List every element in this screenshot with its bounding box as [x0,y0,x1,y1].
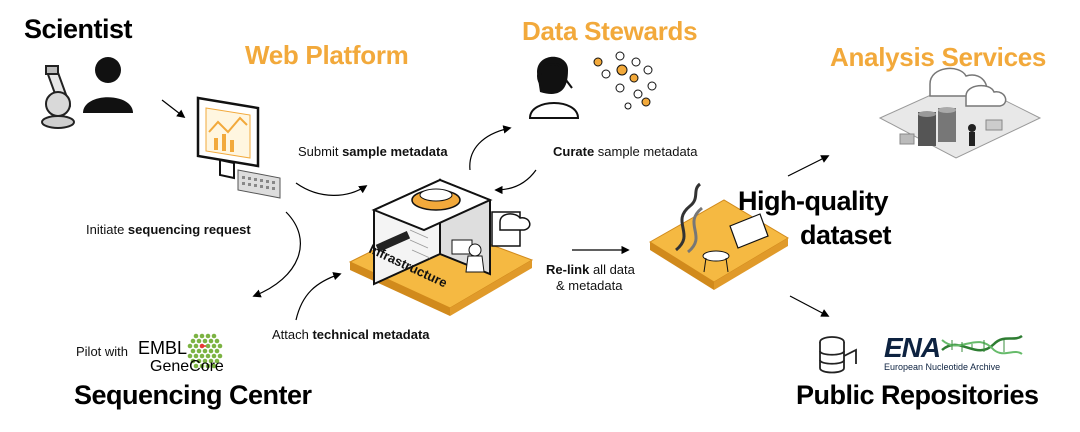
infrastructure-machine-icon: Infrastructure [348,178,534,316]
label-submit-prefix: Submit [298,144,343,159]
heading-dataset-line1: High-quality [738,186,889,216]
heading-scientist: Scientist [24,14,133,44]
label-initiate-sequencing-request: Initiate sequencing request [86,222,251,237]
microscope-icon [41,65,75,129]
genecore-logo-icon [187,333,223,369]
label-submit-sample-metadata: Submit sample metadata [298,144,448,159]
database-icon [819,336,857,374]
label-pilot-with: Pilot with [76,344,129,359]
label-curate-sample-metadata: Curate sample metadata [553,144,698,159]
label-relink-suffix: all data [589,262,635,277]
monitor-icon [196,96,281,199]
heading-dataset-line2: dataset [800,220,892,250]
cloud-server-icon [878,67,1042,159]
label-curate-suffix: sample metadata [594,144,698,159]
ena-full-name: European Nucleotide Archive [884,362,1001,372]
label-genecore: GeneCore [150,358,224,375]
heading-web-platform: Web Platform [245,40,409,70]
label-relink-line1: Re-link all data [546,262,635,277]
label-curate-bold: Curate [553,144,595,159]
heading-data-stewards: Data Stewards [522,16,698,46]
label-attach-bold: technical metadata [312,327,430,342]
dna-dataset-icon [649,182,789,290]
label-relink-line2: & metadata [556,278,623,293]
label-attach-prefix: Attach [272,327,313,342]
ena-helix-icon [941,334,1023,355]
heading-sequencing-center: Sequencing Center [74,380,312,410]
headset-person-icon [528,51,657,119]
ena-logo-text: ENA [884,332,941,363]
label-initiate-prefix: Initiate [86,222,128,237]
label-embl: EMBL [138,338,188,358]
label-relink-bold: Re-link [546,262,590,277]
label-submit-bold: sample metadata [342,144,448,159]
person-icon [83,57,133,113]
heading-analysis-services: Analysis Services [830,42,1047,72]
label-attach-technical-metadata: Attach technical metadata [272,327,430,342]
heading-public-repositories: Public Repositories [796,380,1039,410]
label-initiate-bold: sequencing request [127,222,251,237]
